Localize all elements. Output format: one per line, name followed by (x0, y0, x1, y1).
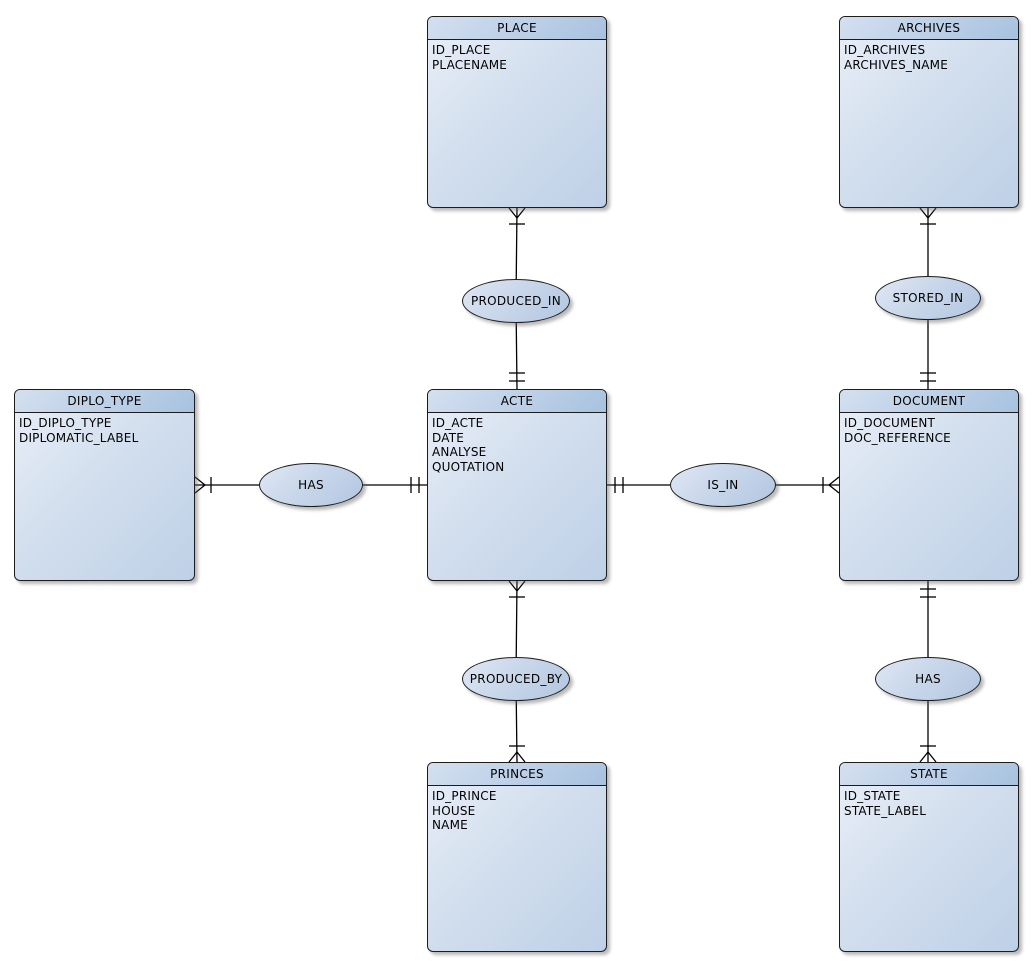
entity-state: STATE ID_STATE STATE_LABEL (839, 762, 1019, 952)
relationship-has-state: HAS (875, 657, 981, 701)
entity-title: ARCHIVES (840, 17, 1018, 40)
relationship-has-diplo-type: HAS (259, 463, 363, 507)
relationship-label: HAS (915, 672, 941, 686)
entity-title: ACTE (428, 390, 606, 413)
attribute: DATE (432, 430, 465, 445)
attribute: QUOTATION (432, 459, 505, 474)
entity-title: PLACE (428, 17, 606, 40)
attribute: ID_PRINCE (432, 789, 497, 803)
attribute: DIPLOMATIC_LABEL (19, 430, 139, 445)
entity-acte: ACTE ID_ACTE DATE ANALYSE QUOTATION (427, 389, 607, 581)
attribute: STATE_LABEL (844, 803, 927, 818)
relationship-label: IS_IN (707, 478, 739, 492)
attribute: ARCHIVES_NAME (844, 57, 949, 72)
relationship-label: PRODUCED_IN (470, 294, 562, 308)
relationship-label: HAS (298, 478, 324, 492)
entity-attribute-list: ID_DIPLO_TYPE DIPLOMATIC_LABEL (15, 413, 194, 445)
entity-diplo-type: DIPLO_TYPE ID_DIPLO_TYPE DIPLOMATIC_LABE… (14, 389, 195, 581)
entity-title: STATE (840, 763, 1018, 786)
entity-attribute-list: ID_ARCHIVES ARCHIVES_NAME (840, 40, 1018, 72)
entity-title: DOCUMENT (840, 390, 1018, 413)
attribute: ID_PLACE (432, 43, 491, 57)
attribute: HOUSE (432, 803, 476, 818)
relationship-label: PRODUCED_BY (469, 672, 563, 686)
attribute: ANALYSE (432, 445, 487, 459)
relationship-stored-in: STORED_IN (875, 276, 981, 320)
attribute: ID_ACTE (432, 416, 484, 430)
relationship-produced-in: PRODUCED_IN (462, 279, 570, 323)
entity-attribute-list: ID_DOCUMENT DOC_REFERENCE (840, 413, 1018, 445)
attribute: ID_DIPLO_TYPE (19, 416, 112, 430)
attribute: ID_ARCHIVES (844, 43, 926, 57)
entity-title: PRINCES (428, 763, 606, 786)
entity-princes: PRINCES ID_PRINCE HOUSE NAME (427, 762, 607, 952)
relationship-produced-by: PRODUCED_BY (462, 657, 570, 701)
entity-document: DOCUMENT ID_DOCUMENT DOC_REFERENCE (839, 389, 1019, 581)
entity-archives: ARCHIVES ID_ARCHIVES ARCHIVES_NAME (839, 16, 1019, 208)
entity-place: PLACE ID_PLACE PLACENAME (427, 16, 607, 208)
attribute: PLACENAME (432, 57, 508, 72)
entity-title: DIPLO_TYPE (15, 390, 194, 413)
entity-attribute-list: ID_PRINCE HOUSE NAME (428, 786, 606, 833)
attribute: DOC_REFERENCE (844, 430, 951, 445)
relationship-label: STORED_IN (892, 291, 964, 305)
entity-attribute-list: ID_STATE STATE_LABEL (840, 786, 1018, 818)
entity-attribute-list: ID_ACTE DATE ANALYSE QUOTATION (428, 413, 606, 474)
attribute: ID_STATE (844, 789, 901, 803)
attribute: NAME (432, 818, 468, 832)
relationship-is-in: IS_IN (670, 463, 776, 507)
attribute: ID_DOCUMENT (844, 416, 936, 430)
entity-attribute-list: ID_PLACE PLACENAME (428, 40, 606, 72)
